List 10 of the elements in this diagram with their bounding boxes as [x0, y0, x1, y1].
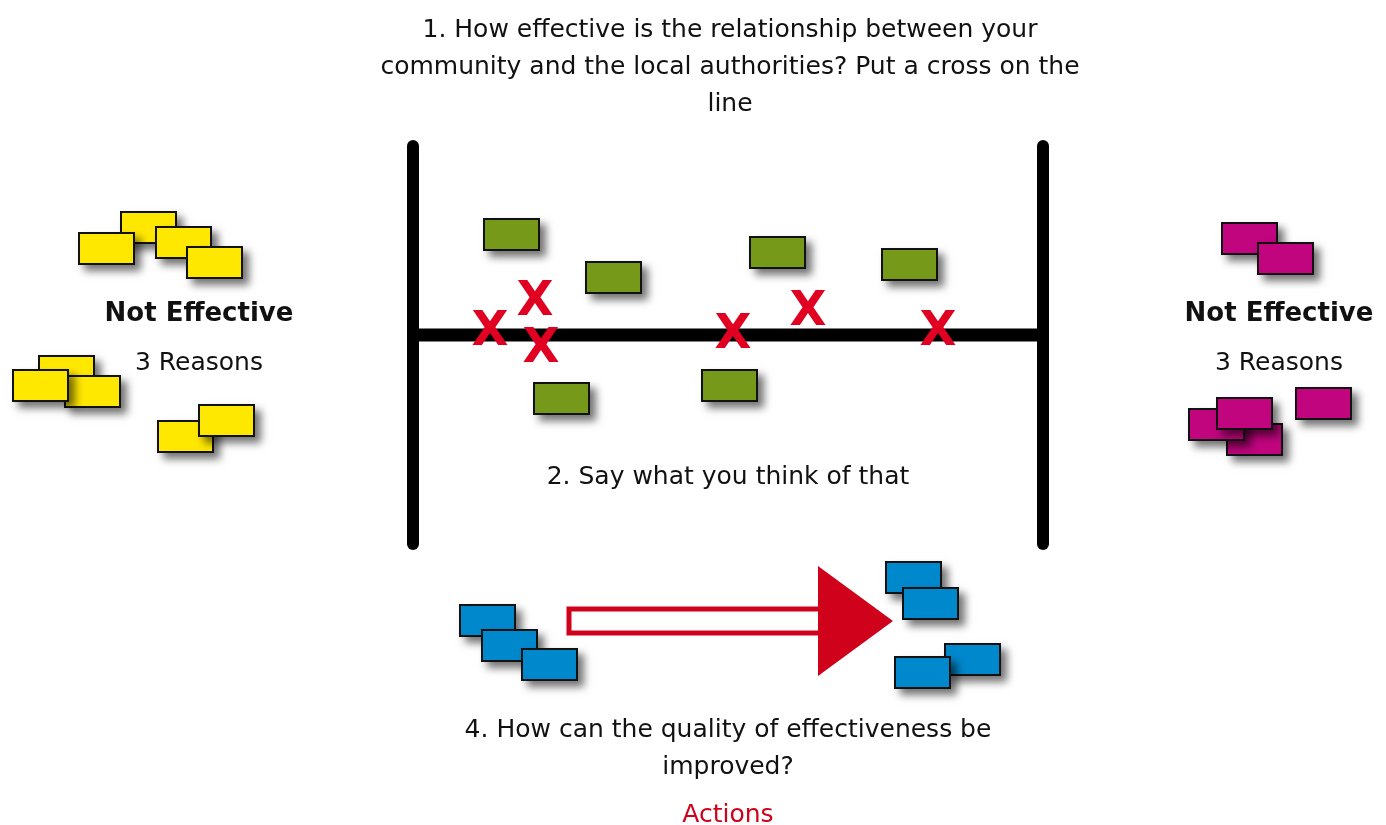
question-text: 1. How effective is the relationship between your community and the local authorities? Put a cross on the line: [380, 13, 1080, 119]
category-heading: Not Effective: [1183, 296, 1375, 329]
cross-mark: X: [515, 270, 555, 326]
question-text: 2. Say what you think of that: [545, 460, 911, 492]
actions-text: Actions: [681, 798, 775, 825]
cross-mark: X: [788, 280, 828, 336]
category-heading: Not Effective: [103, 296, 295, 329]
question-text: 4. How can the quality of effectiveness be improved?: [463, 713, 993, 782]
reasons-text: 3 Reasons: [1214, 346, 1344, 378]
reasons-text: 3 Reasons: [134, 346, 264, 378]
